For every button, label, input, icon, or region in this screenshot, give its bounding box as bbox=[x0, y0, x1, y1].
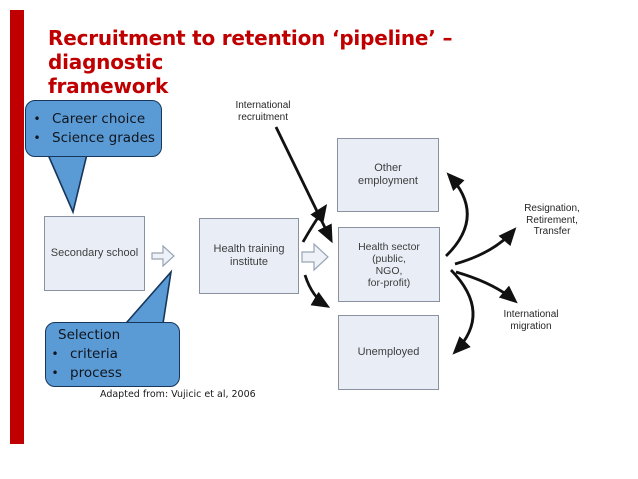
callout-career-item: • Science grades bbox=[30, 129, 157, 148]
arrow-health-sector-to-other-employment bbox=[445, 172, 469, 258]
arrow-health-sector-to-international-migration bbox=[455, 270, 518, 304]
box-secondary-school: Secondary school bbox=[44, 216, 145, 291]
box-label: (public, bbox=[372, 252, 406, 265]
arrow-health-sector-to-unemployed bbox=[449, 269, 475, 355]
bullet-icon: • bbox=[51, 347, 59, 361]
label-line: International bbox=[235, 100, 291, 111]
label-line: International bbox=[503, 309, 559, 320]
box-health-sector: Health sector (public, NGO, for-profit) bbox=[338, 227, 440, 302]
box-label: Unemployed bbox=[357, 346, 420, 358]
callout-career-item-label: Career choice bbox=[52, 110, 146, 127]
bullet-icon: • bbox=[51, 366, 59, 380]
box-label: for-profit) bbox=[367, 276, 411, 289]
arrow-health-sector-to-resignation bbox=[454, 227, 517, 266]
box-label: NGO, bbox=[375, 264, 403, 277]
arrow-training-to-other-employment bbox=[301, 203, 328, 243]
attribution-text: Adapted from: Vujicic et al, 2006 bbox=[100, 389, 256, 400]
slide-title: Recruitment to retention ‘pipeline’ – di… bbox=[48, 26, 548, 98]
slide-title-line1: Recruitment to retention ‘pipeline’ – di… bbox=[48, 26, 453, 74]
callout-selection-item: • process bbox=[48, 364, 177, 383]
label-line: migration bbox=[510, 320, 552, 332]
callout-selection-item: • criteria bbox=[48, 345, 177, 364]
arrow-training-to-unemployed bbox=[303, 274, 331, 308]
box-unemployed: Unemployed bbox=[338, 315, 439, 390]
box-label: Health sector bbox=[358, 240, 420, 253]
block-arrow-training-to-sector bbox=[301, 242, 329, 272]
box-label: Secondary school bbox=[50, 247, 139, 259]
box-other-employment: Other employment bbox=[337, 138, 439, 212]
left-accent-bar bbox=[10, 10, 24, 444]
bullet-icon: • bbox=[33, 130, 41, 145]
bullet-icon: • bbox=[33, 111, 41, 126]
box-label: Other bbox=[374, 162, 402, 174]
label-line: Resignation, bbox=[524, 203, 580, 214]
callout-selection: Selection • criteria • process bbox=[45, 322, 180, 387]
label-international-migration: International migration bbox=[491, 309, 571, 332]
box-health-training-institute: Health training institute bbox=[199, 218, 299, 294]
label-line: Transfer bbox=[533, 226, 571, 237]
callout-selection-item-label: process bbox=[70, 365, 122, 381]
box-label: Health training bbox=[213, 243, 285, 255]
box-label: employment bbox=[358, 175, 418, 187]
callout-career-item: • Career choice bbox=[30, 110, 157, 129]
block-arrow-school-to-training bbox=[151, 244, 175, 268]
label-international-recruitment: International recruitment bbox=[223, 100, 303, 123]
label-resignation-retirement-transfer: Resignation, Retirement, Transfer bbox=[511, 203, 593, 238]
label-line: recruitment bbox=[237, 111, 288, 123]
callout-career-item-label: Science grades bbox=[52, 129, 155, 146]
callout-career-factors: • Career choice • Science grades bbox=[25, 100, 162, 157]
callout-career-tail bbox=[44, 149, 90, 215]
label-line: Retirement, bbox=[526, 214, 578, 226]
callout-selection-heading: Selection bbox=[58, 327, 121, 343]
slide-title-line2: framework bbox=[48, 74, 169, 98]
callout-selection-item-label: criteria bbox=[70, 346, 118, 362]
box-label: institute bbox=[230, 256, 268, 268]
